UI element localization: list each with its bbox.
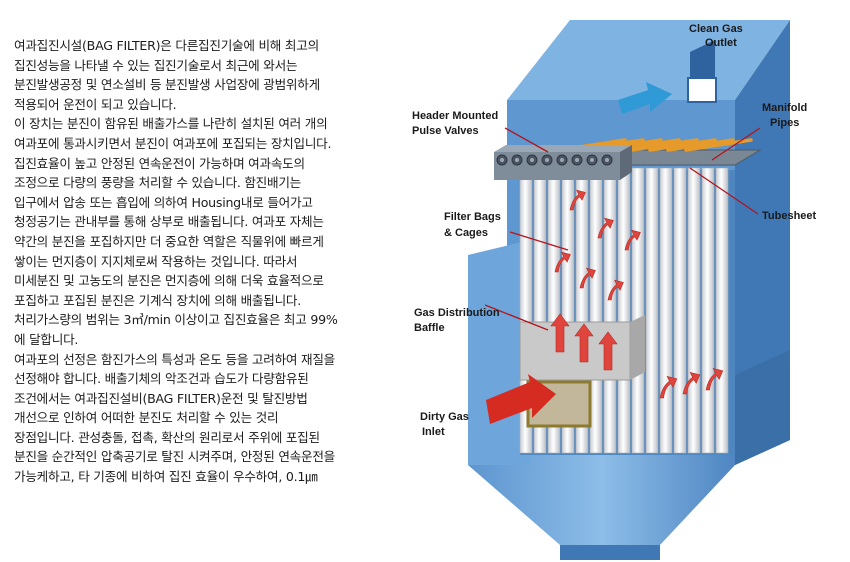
- filter-bag: [659, 167, 673, 454]
- text-line: 청정공기는 관내부를 통해 상부로 배출됩니다. 여과포 자체는: [14, 214, 324, 230]
- dirty-gas-arrow: [486, 374, 556, 424]
- manifold-pipe: [648, 138, 717, 152]
- pulse-valve-hub: [560, 158, 564, 162]
- filter-bag: [603, 167, 617, 454]
- text-line: 집진성능을 나타낼 수 있는 집진기술로서 최근에 와서는: [14, 57, 298, 73]
- filter-bag: [673, 167, 687, 454]
- text-line: 쌓이는 먼지층이 지지체로써 작용하는 것입니다. 따라서: [14, 253, 298, 269]
- flow-arrow: [579, 267, 596, 289]
- flow-arrow: [554, 251, 571, 273]
- text-line: 선정해야 합니다. 배출기체의 악조건과 습도가 다량함유된: [14, 371, 309, 387]
- label-dirty-gas-2: Inlet: [422, 426, 445, 438]
- text-line: 포집하고 포집된 분진은 기계식 장치에 의해 배출됩니다.: [14, 292, 302, 308]
- label-manifold-1: Manifold: [762, 102, 807, 114]
- flow-arrow: [624, 229, 641, 251]
- label-header-2: Pulse Valves: [412, 125, 479, 137]
- text-line: 조건에서는 여과집진설비(BAG FILTER)운전 및 탈진방법: [14, 390, 308, 406]
- label-tubesheet: Tubesheet: [762, 210, 817, 222]
- pulse-valve-hub: [575, 158, 579, 162]
- text-line: 조정으로 다량의 풍량을 처리할 수 있습니다. 함진배기는: [14, 175, 302, 191]
- leader-lines: [484, 127, 761, 331]
- text-line: 이 장치는 분진이 함유된 배출가스를 나란히 설치된 여러 개의: [14, 116, 328, 132]
- pulse-valves: [496, 154, 613, 166]
- label-baffle-2: Baffle: [414, 322, 445, 334]
- label-manifold-2: Pipes: [770, 117, 799, 129]
- text-line: 입구에서 압송 또는 흡입에 의하여 Housing내로 들어가고: [14, 194, 313, 210]
- label-filter-bags-2: & Cages: [444, 227, 488, 239]
- text-line: 처리가스량의 범위는 3㎥/min 이상이고 집진효율은 최고 99%: [14, 312, 338, 328]
- filter-bag: [701, 167, 715, 454]
- filter-bag: [715, 167, 729, 454]
- gas-flow-arrows: [550, 189, 724, 399]
- text-line: 여과포의 선정은 함진가스의 특성과 온도 등을 고려하여 재질을: [14, 351, 336, 367]
- text-line: 집진효율이 높고 안정된 연속운전이 가능하며 여과속도의: [14, 155, 305, 171]
- flow-arrow: [550, 313, 570, 353]
- flow-arrow: [598, 331, 618, 371]
- pulse-valve-hub: [605, 158, 609, 162]
- flow-arrow: [682, 371, 701, 395]
- filter-bag: [589, 167, 603, 454]
- text-line: 미세분진 및 고농도의 분진은 먼지층에 의해 더욱 효율적으로: [14, 273, 324, 289]
- manifold-pipe: [630, 138, 699, 152]
- label-clean-gas-2: Outlet: [705, 37, 737, 49]
- pulse-valve-hub: [530, 158, 534, 162]
- text-line: 적용되어 운전이 되고 있습니다.: [14, 96, 177, 112]
- clean-gas-arrow: [618, 82, 672, 114]
- text-line: 장점입니다. 관성충돌, 접촉, 확산의 원리로서 주위에 포집된: [14, 429, 320, 445]
- text-line: 개선으로 인하여 어떠한 분진도 처리할 수 있는 것리: [14, 410, 279, 426]
- filter-bag: [631, 167, 645, 454]
- flow-arrow: [597, 217, 614, 239]
- pulse-valve-hub: [590, 158, 594, 162]
- flow-arrow: [607, 279, 624, 301]
- filter-bag: [617, 167, 631, 454]
- text-line: 에 달합니다.: [14, 331, 79, 347]
- text-line: 여과집진시설(BAG FILTER)은 다른집진기술에 비해 최고의: [14, 38, 319, 53]
- filter-bag: [645, 167, 659, 454]
- text-line: 분진발생공정 및 연소설비 등 분진발생 사업장에 광범위하게: [14, 77, 320, 93]
- label-filter-bags-1: Filter Bags: [444, 211, 501, 223]
- label-dirty-gas-1: Dirty Gas: [420, 411, 469, 423]
- label-baffle-1: Gas Distribution: [414, 307, 500, 319]
- text-line: 여과포에 통과시키면서 분진이 여과포에 포집되는 장치입니다.: [14, 135, 332, 151]
- text-line: 약간의 분진을 포집하지만 더 중요한 역할은 직물위에 빠르게: [14, 233, 324, 249]
- flow-arrow: [659, 375, 678, 399]
- label-clean-gas-1: Clean Gas: [689, 23, 743, 35]
- text-line: 분진을 순간적인 압축공기로 탈진 시켜주며, 안정된 연속운전을: [14, 449, 336, 465]
- flow-arrow: [574, 323, 594, 363]
- flow-arrow: [705, 367, 724, 391]
- manifold-pipe: [666, 138, 735, 152]
- label-header-1: Header Mounted: [412, 110, 498, 122]
- pulse-valve-hub: [545, 158, 549, 162]
- pulse-valve-hub: [515, 158, 519, 162]
- filter-bag: [687, 167, 701, 454]
- flow-arrow: [569, 189, 586, 211]
- pulse-valve-hub: [500, 158, 504, 162]
- text-line: 가능케하고, 타 기종에 비하여 집진 효율이 우수하여, 0.1㎛: [14, 469, 318, 485]
- gas-distribution-baffle: [519, 315, 645, 381]
